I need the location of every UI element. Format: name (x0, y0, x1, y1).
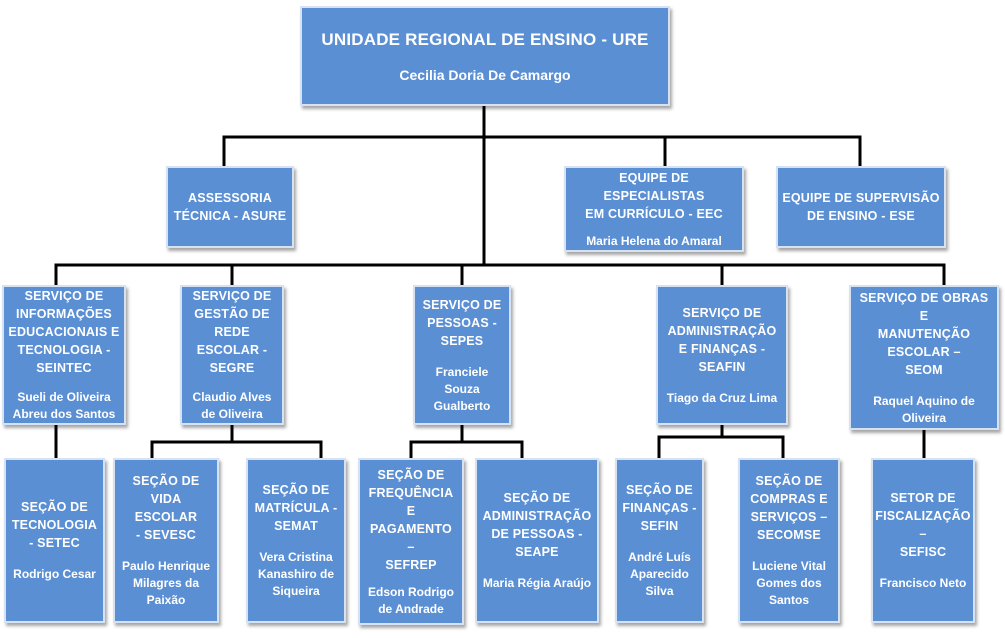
node-title: SEÇÃO DE VIDA ESCOLAR - SEVESC (132, 474, 200, 542)
node-person: Tiago da Cruz Lima (666, 390, 778, 405)
node-title: SEÇÃO DE MATRÍCULA - SEMAT (254, 483, 338, 533)
node-person: Maria Régia Araújo (482, 576, 592, 590)
node-ese: EQUIPE DE SUPERVISÃO DE ENSINO - ESE (776, 166, 946, 248)
node-person: André Luís Aparecido Silva (628, 550, 691, 598)
node-person: Raquel Aquino de Oliveira (873, 393, 975, 425)
node-person: Paulo Henrique Milagres da Paixão (121, 559, 210, 607)
node-seintec: SERVIÇO DE INFORMAÇÕES EDUCACIONAIS E TE… (2, 285, 126, 425)
node-title: SERVIÇO DE INFORMAÇÕES EDUCACIONAIS E TE… (8, 289, 120, 375)
node-title: SERVIÇO DE OBRAS E MANUTENÇÃO ESCOLAR – … (859, 290, 989, 377)
node-segre: SERVIÇO DE GESTÃO DE REDE ESCOLAR - SEGR… (180, 285, 284, 425)
node-person: Claudio Alves de Oliveira (192, 390, 272, 421)
node-seape: SEÇÃO DE ADMINISTRAÇÃO DE PESSOAS - SEAP… (475, 458, 599, 623)
node-title: SEÇÃO DE FREQUÊNCIA E PAGAMENTO – SEFREP (368, 467, 454, 572)
node-title: EQUIPE DE SUPERVISÃO DE ENSINO - ESE (782, 191, 940, 223)
node-person: Franciele Souza Gualberto (433, 364, 491, 413)
node-person: Rodrigo Cesar (13, 567, 96, 581)
node-sepes: SERVIÇO DE PESSOAS - SEPES Franciele Sou… (413, 285, 511, 425)
node-person: Vera Cristina Kanashiro de Siqueira (257, 550, 335, 598)
node-title: SERVIÇO DE GESTÃO DE REDE ESCOLAR - SEGR… (192, 289, 272, 375)
node-person: Francisco Neto (879, 576, 967, 590)
node-sefisc: SETOR DE FISCALIZAÇÃO – SEFISC Francisco… (871, 458, 975, 623)
node-title: UNIDADE REGIONAL DE ENSINO - URE (321, 29, 649, 49)
node-person: Edson Rodrigo de Andrade (368, 584, 454, 616)
node-person: Sueli de Oliveira Abreu dos Santos (12, 390, 116, 421)
node-person: Maria Helena do Amaral (586, 233, 722, 248)
node-seom: SERVIÇO DE OBRAS E MANUTENÇÃO ESCOLAR – … (849, 285, 999, 430)
node-title: SEÇÃO DE TECNOLOGIA - SETEC (11, 500, 98, 550)
node-sevesc: SEÇÃO DE VIDA ESCOLAR - SEVESC Paulo Hen… (113, 458, 219, 623)
node-eec: EQUIPE DE ESPECIALISTAS EM CURRÍCULO - E… (564, 166, 744, 252)
node-setec: SEÇÃO DE TECNOLOGIA - SETEC Rodrigo Cesa… (4, 458, 105, 623)
node-title: EQUIPE DE ESPECIALISTAS EM CURRÍCULO - E… (585, 170, 723, 221)
node-title: SERVIÇO DE ADMINISTRAÇÃO E FINANÇAS - SE… (667, 305, 777, 374)
node-asure: ASSESSORIA TÉCNICA - ASURE (166, 166, 294, 248)
node-person: Cecilia Doria De Camargo (399, 66, 571, 83)
node-title: SEÇÃO DE ADMINISTRAÇÃO DE PESSOAS - SEAP… (482, 491, 592, 559)
node-title: SEÇÃO DE FINANÇAS - SEFIN (622, 483, 697, 533)
node-person: Luciene Vital Gomes dos Santos (752, 559, 826, 607)
node-title: SETOR DE FISCALIZAÇÃO – SEFISC (875, 491, 971, 559)
node-secomse: SEÇÃO DE COMPRAS E SERVIÇOS – SECOMSE Lu… (738, 458, 840, 623)
node-title: ASSESSORIA TÉCNICA - ASURE (173, 191, 287, 223)
node-sefrep: SEÇÃO DE FREQUÊNCIA E PAGAMENTO – SEFREP… (358, 458, 464, 625)
node-title: SERVIÇO DE PESSOAS - SEPES (422, 297, 502, 348)
node-sefin: SEÇÃO DE FINANÇAS - SEFIN André Luís Apa… (615, 458, 704, 623)
node-semat: SEÇÃO DE MATRÍCULA - SEMAT Vera Cristina… (246, 458, 346, 623)
node-title: SEÇÃO DE COMPRAS E SERVIÇOS – SECOMSE (750, 474, 828, 542)
node-seafin: SERVIÇO DE ADMINISTRAÇÃO E FINANÇAS - SE… (656, 285, 788, 425)
node-ure: UNIDADE REGIONAL DE ENSINO - URE Cecilia… (300, 6, 670, 106)
